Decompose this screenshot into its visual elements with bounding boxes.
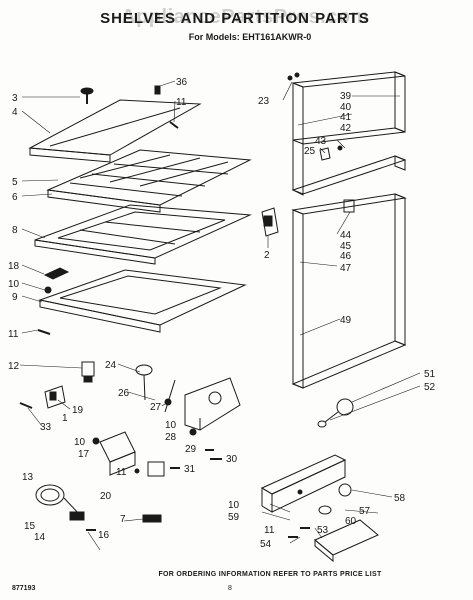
callout: 45: [340, 241, 352, 252]
page-title: SHELVES AND PARTITION PARTS: [100, 10, 370, 27]
callout: 5: [12, 177, 18, 188]
callout: 11: [116, 467, 127, 478]
callout: 10: [8, 279, 20, 290]
document-number: 877193: [12, 585, 36, 592]
callout: 47: [340, 263, 352, 274]
switch-part: [134, 461, 165, 477]
connector-part: [142, 514, 162, 523]
callout: 1: [62, 413, 68, 424]
glass-shelf-part: [34, 204, 252, 265]
callout: 51: [424, 369, 436, 380]
model-line: For Models: EHT161AKWR-0: [188, 32, 312, 42]
callout: 28: [165, 432, 177, 443]
door-divider-part: [291, 155, 407, 195]
callout: 44: [340, 230, 352, 241]
callout: 43: [315, 136, 327, 147]
ordering-note: FOR ORDERING INFORMATION REFER TO PARTS …: [158, 571, 382, 578]
callout: 57: [359, 506, 371, 517]
callout: 53: [317, 525, 329, 536]
callout: 41: [340, 112, 352, 123]
watermark: AppliancePartsPros.com: [121, 6, 369, 28]
latch-assembly-part: [19, 385, 66, 409]
screw-part: [80, 87, 94, 104]
callout: 2: [264, 250, 270, 261]
sensor-bulb-part: [135, 364, 153, 401]
callout: 54: [260, 539, 272, 550]
callout: 13: [22, 472, 34, 483]
callout: 25: [304, 146, 316, 157]
callout: 17: [78, 449, 90, 460]
top-rail-part: [28, 99, 202, 163]
callout: 8: [12, 225, 18, 236]
callout: 33: [40, 422, 52, 433]
callout: 11: [8, 329, 19, 340]
control-housing-part: [164, 377, 241, 436]
callout: 18: [8, 261, 20, 272]
callout: 11: [176, 97, 187, 108]
base-grille-part: [288, 519, 379, 563]
callout: 24: [105, 360, 117, 371]
callout: 42: [340, 123, 352, 134]
callout: 30: [226, 454, 238, 465]
callout: 49: [340, 315, 352, 326]
shelf-bracket-part: [37, 267, 70, 335]
callout: 12: [8, 361, 20, 372]
callout: 6: [12, 192, 18, 203]
callout: 60: [345, 516, 357, 527]
crisper-cover-part: [38, 269, 247, 333]
callout: 4: [12, 107, 18, 118]
callout: 59: [228, 512, 240, 523]
callout: 20: [100, 491, 112, 502]
callout: 10: [74, 437, 86, 448]
callout: 40: [340, 102, 352, 113]
page-number: 8: [228, 585, 232, 592]
hinge-hardware-part: [287, 72, 355, 213]
harness-part: [35, 484, 96, 531]
callout: 39: [340, 91, 352, 102]
callout: 14: [34, 532, 46, 543]
callout: 9: [12, 292, 18, 303]
callout: 26: [118, 388, 130, 399]
thermostat-part: [92, 431, 136, 476]
fastener-set-part: [170, 449, 222, 469]
light-bulb-part: [317, 398, 354, 428]
callout: 10: [165, 420, 177, 431]
wire-shelf-part: [46, 149, 252, 213]
callout: 58: [394, 493, 406, 504]
callout: 29: [185, 444, 197, 455]
callout: 52: [424, 382, 436, 393]
callout: 31: [184, 464, 196, 475]
callout: 23: [258, 96, 270, 107]
callout: 46: [340, 251, 352, 262]
hinge-part: [261, 207, 279, 237]
lamp-socket-part: [81, 361, 95, 383]
callout: 27: [150, 402, 162, 413]
control-panel-part: [260, 454, 352, 515]
callout: 3: [12, 93, 18, 104]
callout: 7: [120, 514, 126, 525]
callout: 15: [24, 521, 36, 532]
callout: 36: [176, 77, 188, 88]
freezer-door-liner-part: [292, 71, 406, 196]
callout: 10: [228, 500, 240, 511]
callout: 11: [264, 525, 275, 536]
fresh-food-door-liner-part: [291, 193, 407, 389]
callout: 19: [72, 405, 84, 416]
callout: 16: [98, 530, 110, 541]
clip-part: [154, 85, 179, 129]
